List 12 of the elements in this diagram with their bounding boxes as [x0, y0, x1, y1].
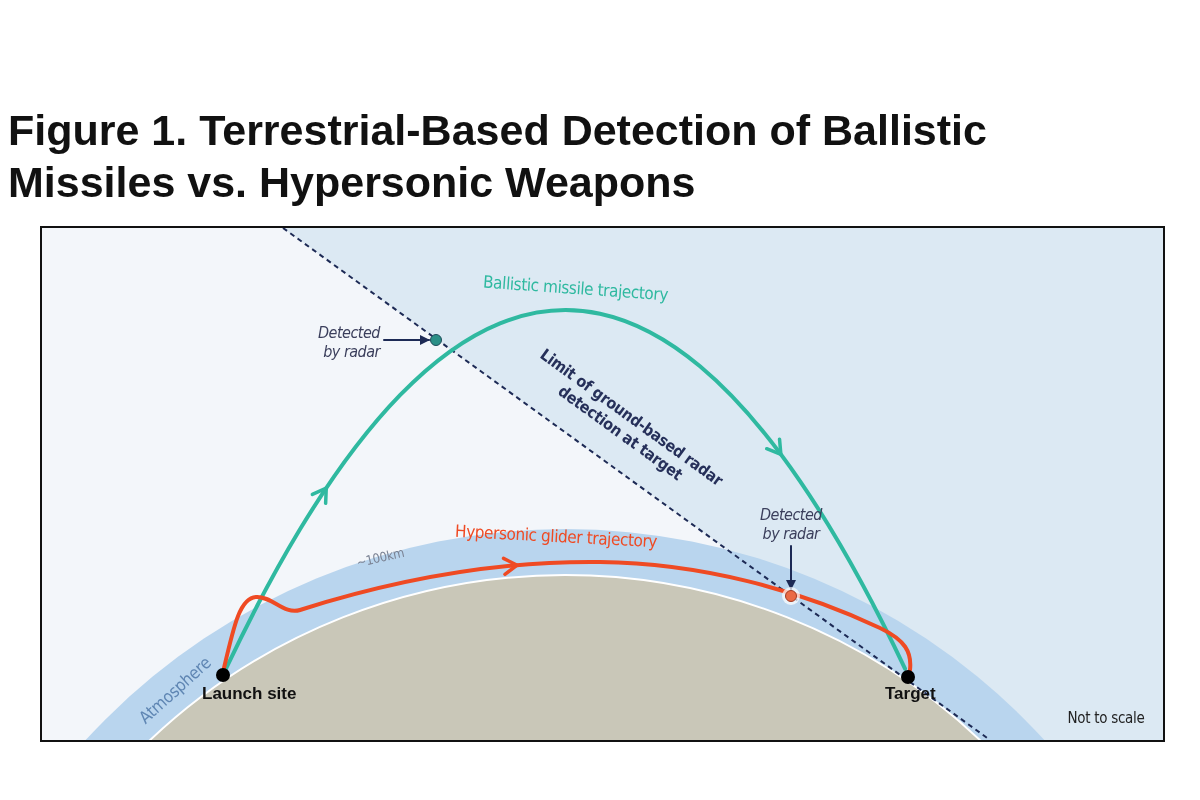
note-text: Not to scale [1067, 709, 1145, 727]
edge-label: Hypersonic glider trajectory [454, 520, 658, 552]
place-label: Target [885, 684, 936, 704]
callout-text: Detected by radar [755, 505, 827, 543]
edge-label: Ballistic missile trajectory [482, 271, 669, 305]
leader-arrow [786, 545, 796, 590]
altitude-label: ~100km [354, 544, 406, 570]
dot-marker [430, 334, 442, 346]
leader-arrow [383, 335, 430, 345]
dot-marker [785, 590, 797, 602]
callout-text: Detected by radar [298, 323, 380, 361]
figure-title: Figure 1. Terrestrial-Based Detection of Ballistic Missiles vs. Hypersonic Weapons [8, 105, 988, 208]
